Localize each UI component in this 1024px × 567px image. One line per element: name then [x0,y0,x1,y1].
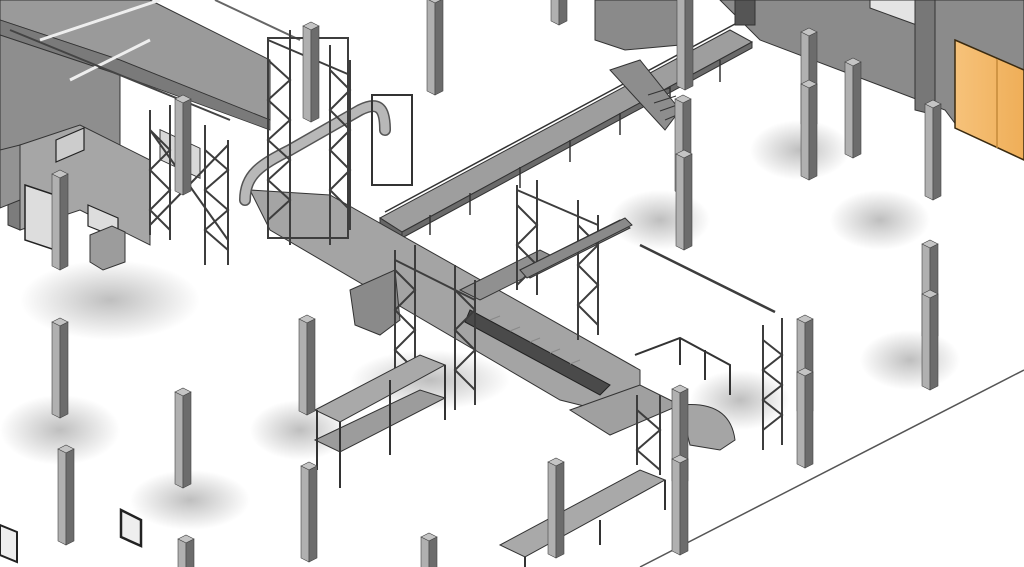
lattice-tower [635,395,662,475]
column [550,0,568,26]
column [174,94,192,196]
column [924,99,942,201]
yellow-door [954,38,1024,161]
cross-beam [519,217,633,279]
cleanroom-building [0,0,271,271]
column [796,367,814,469]
wall-window [0,507,143,564]
workbench [498,469,667,567]
floor-edge [639,369,1024,567]
back-beam [214,0,301,41]
column [676,0,694,91]
curved-hood [679,403,736,451]
column [302,21,320,123]
right-building [594,0,1024,161]
column [57,444,75,546]
column [300,461,318,563]
column [800,79,818,181]
column [671,454,689,556]
column [547,457,565,559]
column [675,149,693,251]
guard-railing [634,336,731,395]
column [921,289,939,391]
column [298,314,316,416]
column [420,532,438,567]
staircase [609,59,685,131]
column [426,0,444,96]
column [844,57,862,159]
lattice-tower [393,245,477,410]
elevated-conveyor [379,23,754,239]
column [177,534,195,567]
hopper [349,269,401,336]
lattice-tower [266,30,352,245]
lattice-tower [639,243,784,450]
column [51,169,69,271]
column [51,317,69,419]
column [174,387,192,489]
workbench [313,354,447,488]
